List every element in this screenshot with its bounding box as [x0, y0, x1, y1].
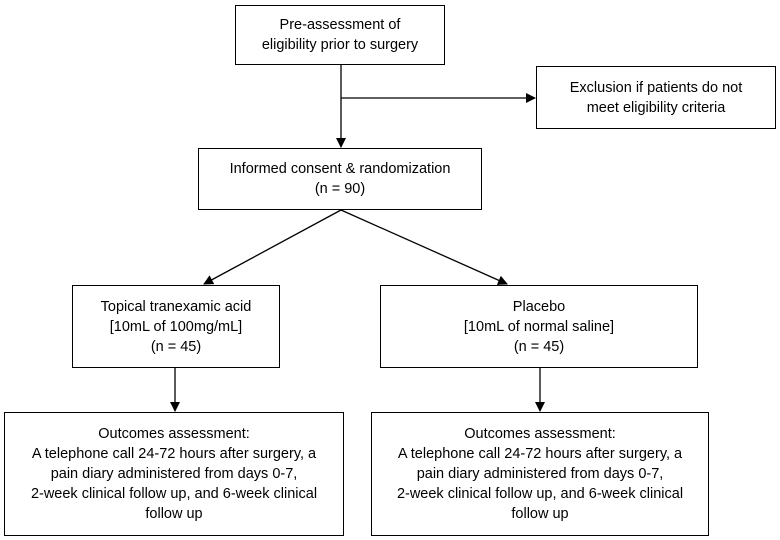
box-text-line: 2-week clinical follow up, and 6-week cl…: [30, 486, 318, 502]
box-text-line: [10mL of normal saline]: [463, 318, 615, 335]
box-text-line: eligibility prior to surgery: [261, 37, 419, 53]
box-text-line: Informed consent & randomization: [229, 161, 451, 177]
box-text-line: pain diary administered from days 0-7,: [50, 466, 298, 482]
box-text-line: (n = 45): [150, 338, 202, 355]
box-text-line: follow up: [145, 506, 203, 522]
box-text-line: (n = 90): [314, 181, 366, 197]
arrow-consent-to-placebo: [340, 209, 508, 285]
box-text-line: Pre-assessment of: [279, 17, 401, 33]
arrow-consent-to-tranexamic: [203, 209, 342, 285]
placebo-box: Placebo [10mL of normal saline] (n = 45): [380, 285, 698, 368]
box-text-line: A telephone call 24-72 hours after surge…: [31, 446, 317, 462]
box-text-line: Outcomes assessment:: [98, 426, 250, 442]
box-text-line: meet eligibility criteria: [586, 99, 726, 116]
exclusion-box: Exclusion if patients do not meet eligib…: [536, 66, 776, 129]
pre-assessment-box: Pre-assessment of eligibility prior to s…: [235, 5, 445, 65]
consent-randomization-box: Informed consent & randomization (n = 90…: [198, 148, 482, 210]
box-text-line: 2-week clinical follow up, and 6-week cl…: [396, 486, 684, 502]
box-text-line: A telephone call 24-72 hours after surge…: [397, 446, 683, 462]
box-text-line: Topical tranexamic acid: [100, 298, 252, 315]
box-text-line: Outcomes assessment:: [464, 426, 616, 442]
box-text-line: Placebo: [512, 298, 566, 315]
box-text-line: follow up: [511, 506, 569, 522]
box-text-line: pain diary administered from days 0-7,: [416, 466, 664, 482]
box-text-line: Exclusion if patients do not: [569, 79, 743, 96]
outcomes-assessment-left-box: Outcomes assessment: A telephone call 24…: [4, 412, 344, 536]
outcomes-assessment-right-box: Outcomes assessment: A telephone call 24…: [371, 412, 709, 536]
box-text-line: (n = 45): [513, 338, 565, 355]
box-text-line: [10mL of 100mg/mL]: [109, 318, 243, 335]
tranexamic-acid-box: Topical tranexamic acid [10mL of 100mg/m…: [72, 285, 280, 368]
